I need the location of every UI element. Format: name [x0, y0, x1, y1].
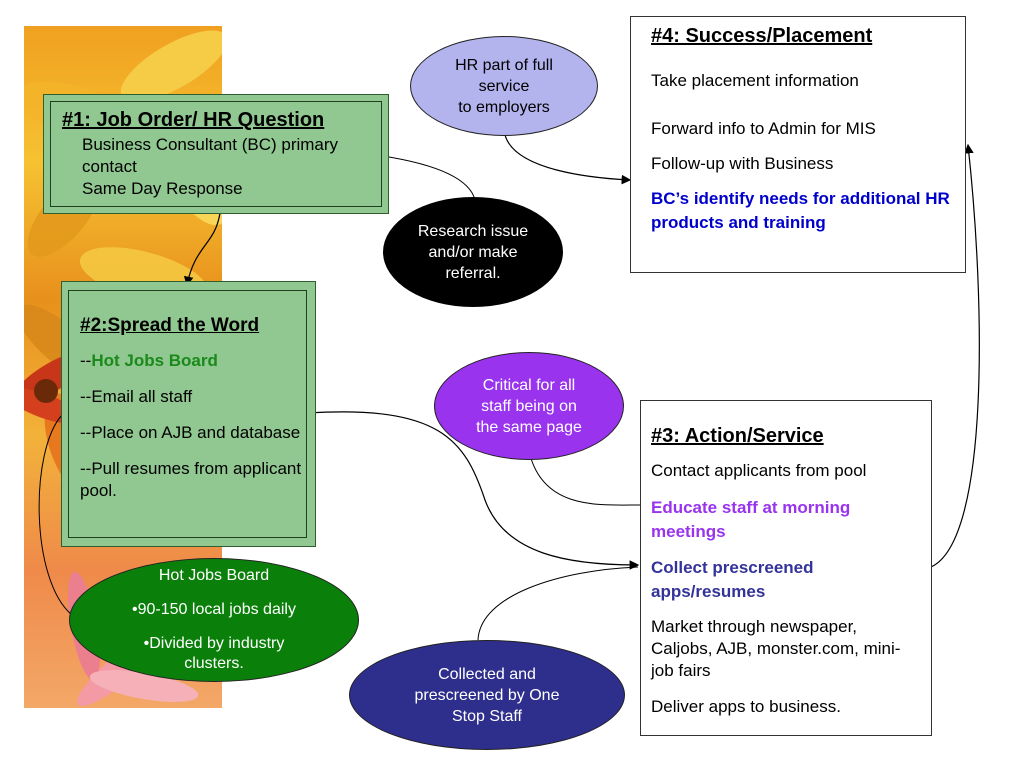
hr-ellipse-line3: to employers — [458, 98, 550, 116]
hot-jobs-ellipse-clusters: •Divided by industry clusters. — [143, 635, 285, 672]
connector-critical-to-box3 — [529, 454, 641, 506]
spread-word-item-email: --Email all staff — [80, 387, 193, 406]
job-order-contact: Business Consultant (BC) primary contact — [82, 135, 339, 176]
critical-ellipse: Critical for all staff being on the same… — [434, 352, 624, 460]
critical-ellipse-line3: the same page — [476, 418, 582, 436]
success-item-bc-needs: BC’s identify needs for additional HR pr… — [651, 189, 950, 232]
success-item-forward: Forward info to Admin for MIS — [651, 119, 876, 138]
action-service-box: #3: Action/Service Contact applicants fr… — [640, 400, 932, 736]
job-order-heading: #1: Job Order/ HR Question — [62, 109, 325, 131]
action-item-market: Market through newspaper, Caljobs, AJB, … — [651, 617, 901, 680]
action-item-educate: Educate staff at morning meetings — [651, 498, 851, 541]
success-heading: #4: Success/Placement — [651, 25, 873, 47]
hot-jobs-prefix: -- — [80, 351, 92, 370]
hot-jobs-ellipse-daily: •90-150 local jobs daily — [132, 601, 296, 618]
critical-ellipse-line1: Critical for all — [482, 376, 576, 394]
hr-service-ellipse: HR part of full service to employers — [410, 36, 598, 136]
spread-word-item-hot-jobs: --Hot Jobs Board — [80, 350, 305, 372]
hr-ellipse-line1: HR part of full — [455, 56, 553, 74]
hot-jobs-ellipse-title: Hot Jobs Board — [158, 567, 270, 584]
action-heading: #3: Action/Service — [651, 425, 824, 447]
spread-word-item-resumes: --Pull resumes from applicant pool. — [80, 459, 302, 500]
research-ellipse: Research issue and/or make referral. — [383, 197, 563, 307]
connector-box1-to-research — [382, 155, 476, 201]
research-ellipse-line2: and/or make — [428, 243, 518, 261]
success-placement-box: #4: Success/Placement Take placement inf… — [630, 16, 966, 273]
hot-jobs-ellipse: Hot Jobs Board •90-150 local jobs daily … — [69, 558, 359, 682]
critical-ellipse-line2: staff being on — [481, 397, 577, 415]
action-item-deliver: Deliver apps to business. — [651, 697, 841, 716]
action-item-collect: Collect prescreened apps/resumes — [651, 558, 814, 601]
research-ellipse-line1: Research issue — [417, 222, 529, 240]
connector-collected-to-box3 — [477, 566, 639, 641]
spread-word-item-ajb: --Place on AJB and database — [80, 423, 301, 442]
hot-jobs-label: Hot Jobs Board — [91, 351, 218, 370]
success-item-followup: Follow-up with Business — [651, 154, 834, 173]
collected-ellipse-line1: Collected and — [438, 665, 536, 683]
spread-word-heading: #2:Spread the Word — [80, 315, 260, 336]
collected-ellipse-line2: prescreened by One — [414, 686, 560, 704]
hr-ellipse-line2: service — [478, 77, 530, 95]
connector-hr-to-box4 — [504, 134, 632, 185]
collected-ellipse-line3: Stop Staff — [452, 707, 522, 725]
research-ellipse-line3: referral. — [445, 264, 501, 282]
collected-ellipse: Collected and prescreened by One Stop St… — [349, 640, 625, 750]
job-order-box: #1: Job Order/ HR Question Business Cons… — [43, 94, 389, 214]
action-item-contact: Contact applicants from pool — [651, 461, 867, 480]
spread-word-box: #2:Spread the Word --Hot Jobs Board --Em… — [61, 281, 316, 547]
success-item-placement: Take placement information — [651, 71, 859, 90]
job-order-response: Same Day Response — [82, 179, 243, 198]
